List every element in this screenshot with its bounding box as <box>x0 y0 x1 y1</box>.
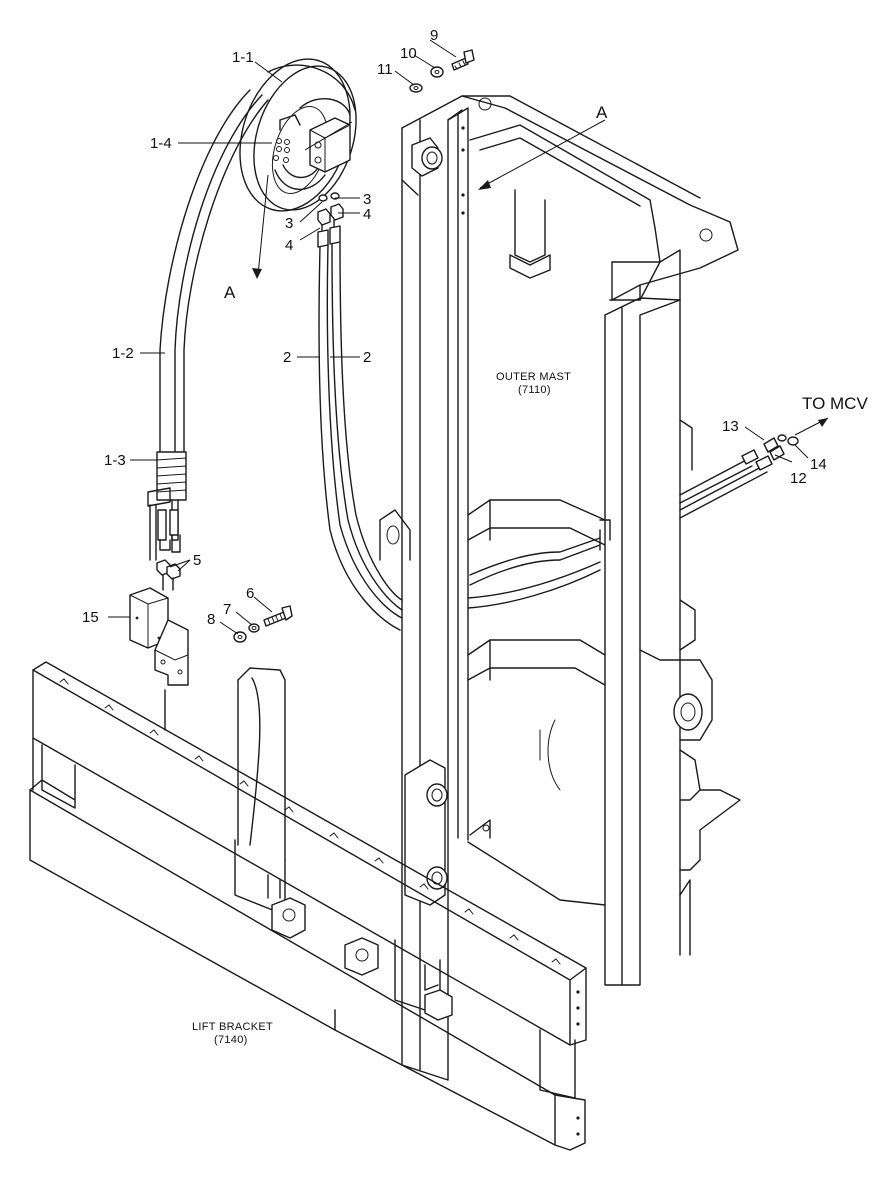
callout-1-4: 1-4 <box>150 135 172 152</box>
callout-9: 9 <box>430 27 438 44</box>
callout-7: 7 <box>223 601 231 618</box>
hose-1-2 <box>159 89 269 456</box>
callout-14: 14 <box>810 456 827 473</box>
callout-4b: 4 <box>285 237 293 254</box>
callout-labels: 1-1 1-4 1-2 1-3 2 2 3 3 4 4 5 15 8 7 6 9… <box>82 27 827 628</box>
screw-6-washer-7-8 <box>233 605 293 643</box>
outer-mast <box>379 95 741 1081</box>
bracket-notches <box>59 678 561 965</box>
callout-1-3: 1-3 <box>104 452 126 469</box>
view-a-label-right: A <box>596 103 608 122</box>
callout-2a: 2 <box>283 349 291 366</box>
callout-1-1: 1-1 <box>232 49 254 66</box>
callout-4a: 4 <box>363 206 371 223</box>
lift-bracket-code: (7140) <box>214 1034 248 1046</box>
bracket-15 <box>129 587 189 731</box>
fittings-5 <box>156 559 181 591</box>
callout-13: 13 <box>722 418 739 435</box>
outer-mast-code: (7110) <box>518 384 551 396</box>
callout-3a: 3 <box>363 191 371 208</box>
fittings-3-4 <box>317 192 344 248</box>
assembly-labels: OUTER MAST (7110) LIFT BRACKET (7140) TO… <box>192 371 868 1046</box>
callout-10: 10 <box>400 45 417 62</box>
callout-12: 12 <box>790 470 807 487</box>
callout-8: 8 <box>207 611 215 628</box>
callout-5: 5 <box>193 552 201 569</box>
outer-mast-label: OUTER MAST <box>496 371 571 383</box>
bolt-9-washer-10-11 <box>409 49 475 93</box>
hoses-to-mcv <box>679 417 829 519</box>
callout-2b: 2 <box>363 349 371 366</box>
lift-bracket-label: LIFT BRACKET <box>192 1021 273 1033</box>
callout-6: 6 <box>246 585 254 602</box>
hoses-2 <box>318 241 601 631</box>
lift-bracket <box>29 661 587 1151</box>
callout-11: 11 <box>377 61 393 78</box>
to-mcv-label: TO MCV <box>802 394 868 413</box>
leader-lines <box>108 39 809 635</box>
callout-3b: 3 <box>285 215 293 232</box>
view-a-label-left: A <box>224 283 236 302</box>
callout-1-2: 1-2 <box>112 345 134 362</box>
hose-sleeve-1-3 <box>147 451 187 561</box>
callout-15: 15 <box>82 609 99 626</box>
